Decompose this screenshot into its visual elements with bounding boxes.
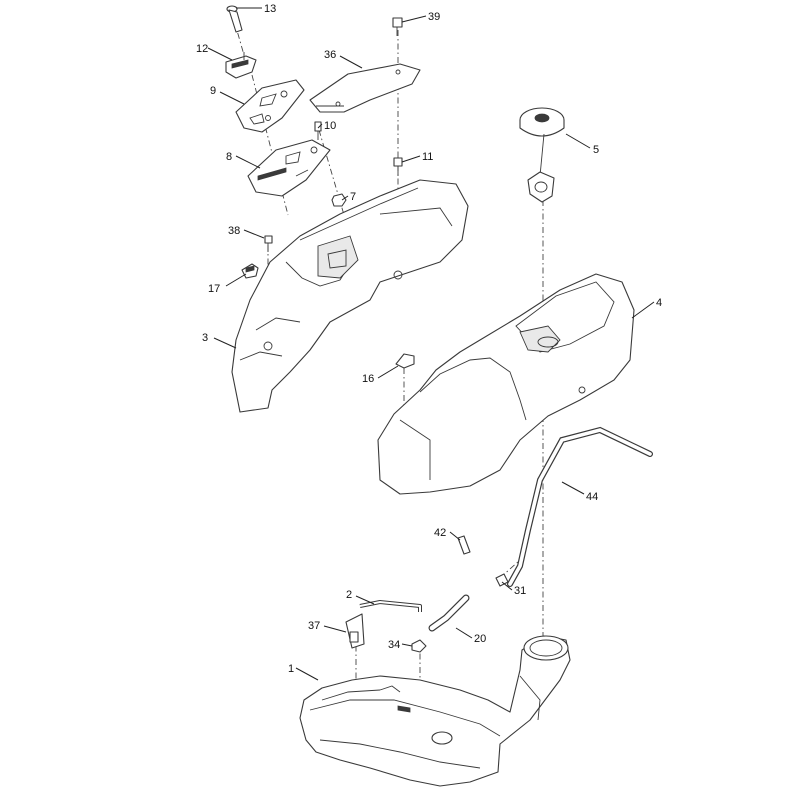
leader-lines	[207, 7, 655, 681]
part-11-screw	[393, 157, 403, 176]
callout-10: 10	[324, 120, 336, 132]
callout-17: 17	[208, 283, 220, 295]
part-7-nut	[331, 193, 347, 207]
part-4-shroud	[377, 273, 635, 495]
part-9-plate	[235, 79, 305, 133]
part-36-cover	[309, 63, 421, 113]
part-2-bracket	[359, 600, 422, 612]
callout-16: 16	[362, 373, 374, 385]
callout-8: 8	[226, 151, 232, 163]
part-37-bracket	[345, 613, 365, 649]
callout-37: 37	[308, 620, 320, 632]
callout-9: 9	[210, 85, 216, 97]
part-8-plate	[247, 139, 331, 197]
part-5-fuel-cap	[519, 107, 565, 203]
callouts: 13 39 12 36 9 10 5 8 11 7 38 17 4 3 16 4…	[196, 3, 662, 675]
callout-38: 38	[228, 225, 240, 237]
part-16-knob	[395, 353, 415, 369]
part-39-screw	[392, 17, 403, 36]
part-20-hose	[428, 594, 470, 632]
part-17-clip	[241, 263, 259, 279]
callout-20: 20	[474, 633, 486, 645]
part-44-fuel-line	[507, 426, 653, 587]
callout-12: 12	[196, 43, 208, 55]
part-31-clamp	[495, 573, 509, 587]
callout-36: 36	[324, 49, 336, 61]
part-34-nut	[411, 639, 427, 653]
callout-31: 31	[514, 585, 526, 597]
part-1-fuel-tank	[299, 635, 571, 787]
callout-11: 11	[422, 151, 433, 163]
callout-3: 3	[202, 332, 208, 344]
part-42-rod	[457, 535, 471, 555]
callout-4: 4	[656, 297, 662, 309]
callout-1: 1	[288, 663, 294, 675]
part-3-console	[231, 179, 469, 413]
callout-42: 42	[434, 527, 446, 539]
callout-13: 13	[264, 3, 276, 15]
callout-5: 5	[593, 144, 599, 156]
part-13-pin	[226, 5, 243, 33]
callout-39: 39	[428, 11, 440, 23]
callout-44: 44	[586, 491, 598, 503]
callout-2: 2	[346, 589, 352, 601]
part-12-bracket	[225, 52, 257, 79]
part-10-screw	[314, 121, 322, 140]
part-38-screw	[264, 235, 273, 252]
callout-34: 34	[388, 639, 400, 651]
callout-7: 7	[350, 191, 356, 203]
